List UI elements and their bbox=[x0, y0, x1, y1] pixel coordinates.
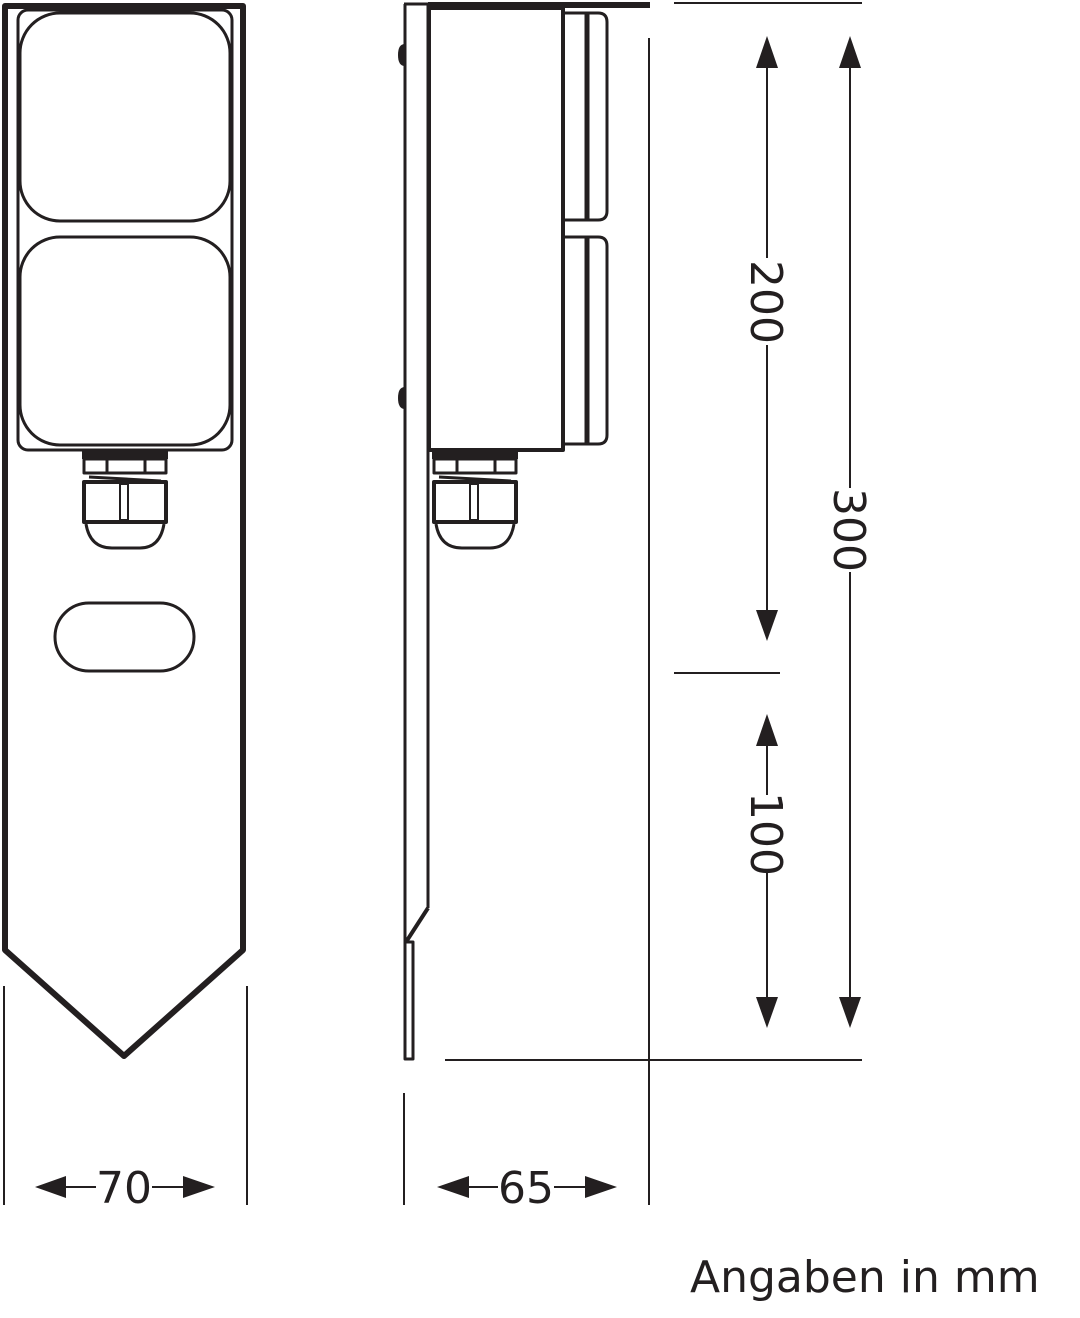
dimension-label-200: 200 bbox=[740, 260, 791, 344]
units-note: Angaben in mm bbox=[690, 1252, 1040, 1303]
dimension-70 bbox=[35, 1176, 215, 1198]
dimension-label-70: 70 bbox=[96, 1163, 152, 1214]
socket-housing-frame bbox=[16, 8, 234, 452]
dimension-label-300: 300 bbox=[823, 488, 874, 572]
dimension-200 bbox=[756, 36, 778, 641]
dimension-label-65: 65 bbox=[498, 1163, 554, 1214]
dimension-label-100: 100 bbox=[740, 792, 791, 876]
side-housing bbox=[427, 6, 565, 452]
spike-blade bbox=[403, 940, 415, 1061]
front-view bbox=[2, 3, 246, 1059]
cable-gland-front bbox=[82, 451, 168, 550]
side-lid-top bbox=[563, 11, 609, 222]
side-view bbox=[398, 2, 650, 1061]
cable-gland-side bbox=[432, 451, 518, 550]
dimension-65 bbox=[437, 1176, 617, 1198]
oval-slot bbox=[53, 601, 196, 673]
socket-cover-bottom bbox=[18, 235, 232, 447]
socket-cover-top bbox=[18, 11, 232, 223]
screw-head-top bbox=[398, 44, 405, 66]
screw-head-bottom bbox=[398, 387, 405, 409]
dimension-100 bbox=[756, 714, 778, 1028]
side-lid-bottom bbox=[563, 235, 609, 446]
dimension-300 bbox=[839, 36, 861, 1028]
front-plate-outline bbox=[2, 3, 246, 1059]
